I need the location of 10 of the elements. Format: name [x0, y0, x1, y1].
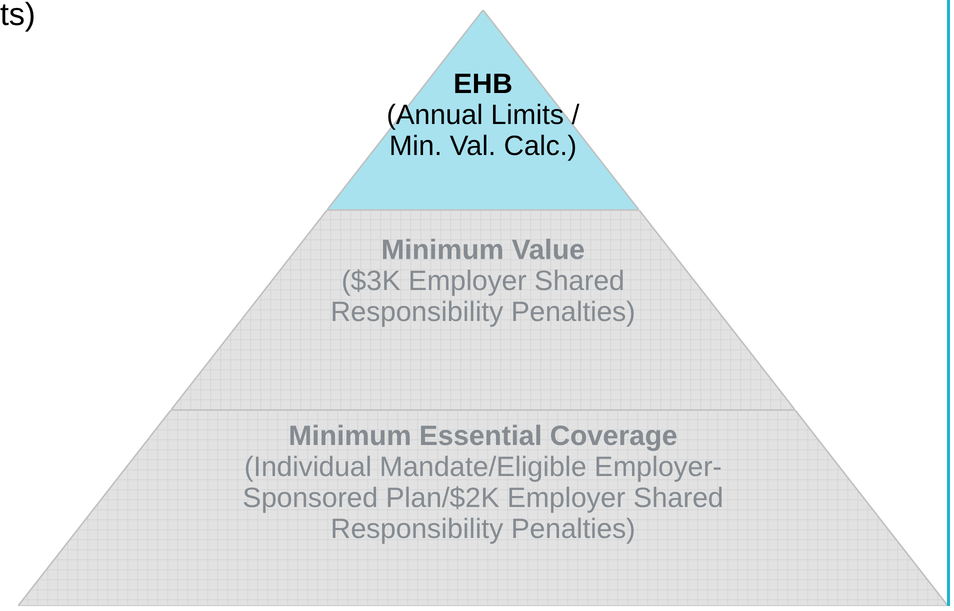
tier-heading: Minimum Essential Coverage — [287, 420, 678, 451]
tier-heading: Minimum Value — [380, 234, 586, 265]
tier-heading: EHB — [452, 68, 514, 99]
pyramid-apex — [326, 10, 640, 210]
tier-description: (Individual Mandate/Eligible Employer-Sponsored Plan/$2K Employer Shared Responsibility Penalties) — [242, 451, 724, 544]
tier-description: (Annual Limits / Min. Val. Calc.) — [386, 99, 580, 161]
pyramid-tier — [170, 210, 796, 410]
pyramid-base-tier — [18, 410, 948, 606]
title-fragment: ts) — [0, 0, 36, 33]
tier-description: ($3K Employer Shared Responsibility Penalties) — [329, 265, 636, 327]
